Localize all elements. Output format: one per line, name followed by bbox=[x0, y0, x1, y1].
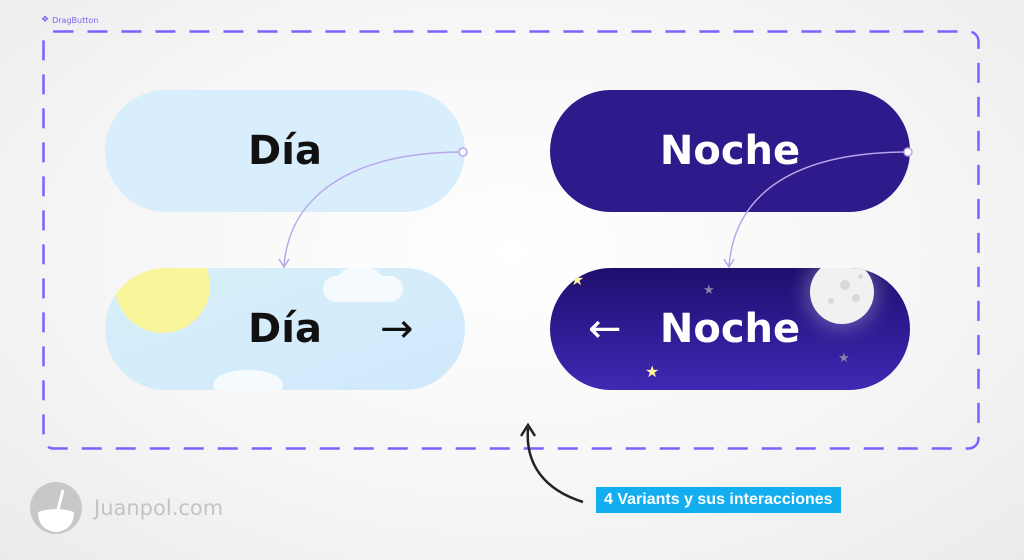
component-set-frame[interactable] bbox=[42, 30, 980, 450]
arrow-left-icon: ← bbox=[588, 306, 622, 352]
button-label: Día bbox=[248, 306, 322, 352]
dashed-border bbox=[42, 30, 980, 450]
frame-name: DragButton bbox=[52, 15, 99, 25]
arrow-right-icon: → bbox=[380, 306, 414, 352]
variant-day-hover[interactable]: Día → bbox=[105, 268, 465, 390]
frame-label[interactable]: ❖ DragButton bbox=[41, 15, 98, 25]
component-diamond-icon: ❖ bbox=[41, 15, 50, 25]
cloud-icon bbox=[337, 268, 383, 296]
brand-name: Juanpol.com bbox=[94, 496, 224, 520]
variant-night-default[interactable]: Noche bbox=[550, 90, 910, 212]
cloud-icon bbox=[213, 370, 283, 390]
star-icon: ★ bbox=[838, 351, 850, 366]
brand-logo: Juanpol.com bbox=[30, 482, 223, 534]
star-icon: ★ bbox=[645, 362, 660, 381]
button-label: Día bbox=[248, 128, 322, 174]
star-icon: ★ bbox=[703, 283, 715, 298]
mortar-icon bbox=[30, 482, 82, 534]
star-icon: ★ bbox=[570, 270, 585, 289]
variant-day-default[interactable]: Día bbox=[105, 90, 465, 212]
button-label: Noche bbox=[659, 128, 801, 174]
variant-night-hover[interactable]: ★ ★ ★ ★ ← Noche bbox=[550, 268, 910, 390]
sun-icon bbox=[115, 268, 210, 333]
button-label: Noche bbox=[659, 306, 801, 352]
moon-icon bbox=[810, 268, 874, 324]
annotation-callout: 4 Variants y sus interacciones bbox=[596, 487, 841, 513]
